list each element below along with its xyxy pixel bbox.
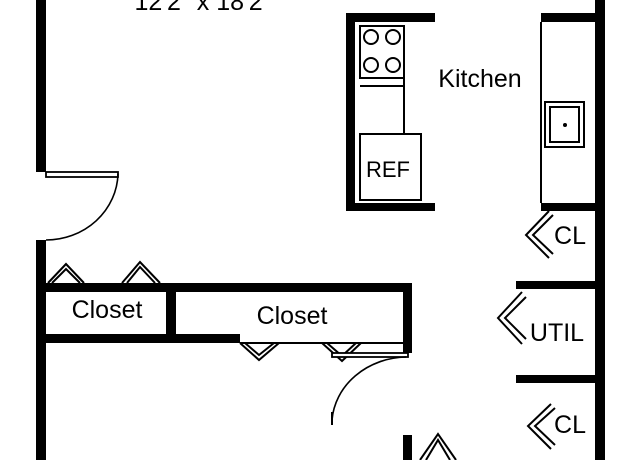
closet-left-doors[interactable] <box>47 260 161 284</box>
wall-closets-top <box>36 283 411 292</box>
sink-drain <box>563 123 567 127</box>
wall-kitchen-left <box>346 13 355 211</box>
bifold-door <box>239 342 280 362</box>
bifold-door <box>419 432 457 460</box>
burners <box>363 29 401 73</box>
wall-closets-right <box>403 283 412 353</box>
wall-closets-divider <box>166 283 176 343</box>
refrigerator <box>359 133 422 201</box>
util-door[interactable] <box>496 291 527 345</box>
bifold-door-inner <box>51 267 81 284</box>
bifold-door <box>524 210 550 259</box>
wall-right-counter-top <box>541 13 605 22</box>
closet-center-label: Closet <box>257 302 328 330</box>
lower-closet-doors[interactable] <box>419 432 457 460</box>
bifold-door-inner <box>503 296 527 340</box>
hall-door-leaf <box>331 352 409 358</box>
closet-left-label: Closet <box>72 296 143 324</box>
bifold-door <box>121 260 161 284</box>
wall-cl-top <box>541 203 605 211</box>
wall-lower-stub <box>403 435 412 460</box>
bifold-door-inner <box>244 342 275 357</box>
wall-right <box>595 0 605 460</box>
cl-upper-label: CL <box>554 222 586 250</box>
bifold-door <box>47 262 85 284</box>
kitchen-label: Kitchen <box>438 65 521 93</box>
bifold-door <box>496 291 523 345</box>
wall-kitchen-top <box>346 13 435 22</box>
wall-util-bottom <box>516 375 605 383</box>
wall-left-lower <box>36 240 46 460</box>
wall-left-upper <box>36 0 46 172</box>
wall-util-top <box>516 281 605 289</box>
wall-closets-bottom-left <box>36 334 240 343</box>
cl-upper-door[interactable] <box>524 210 554 259</box>
refrigerator-label: REF <box>366 157 410 182</box>
entry-door-leaf <box>45 171 119 178</box>
entry-door[interactable] <box>45 171 119 241</box>
bifold-door-inner <box>425 438 451 460</box>
sink-basin <box>549 106 580 143</box>
entry-door-swing <box>45 173 119 241</box>
wall-kitchen-bottom <box>346 203 435 211</box>
cl-lower-door[interactable] <box>526 403 556 450</box>
bifold-door <box>321 342 362 363</box>
room-dimensions: 12'2" x 18'2" <box>134 0 271 16</box>
util-label: UTIL <box>530 319 584 347</box>
cl-lower-label: CL <box>554 411 586 439</box>
bifold-door-inner <box>533 407 556 446</box>
hall-door-swing <box>331 356 407 421</box>
walls <box>36 0 605 460</box>
hall-door[interactable] <box>331 352 409 425</box>
bifold-door-inner <box>126 265 156 284</box>
bifold-door-inner <box>531 214 554 255</box>
bifold-door <box>526 403 552 450</box>
